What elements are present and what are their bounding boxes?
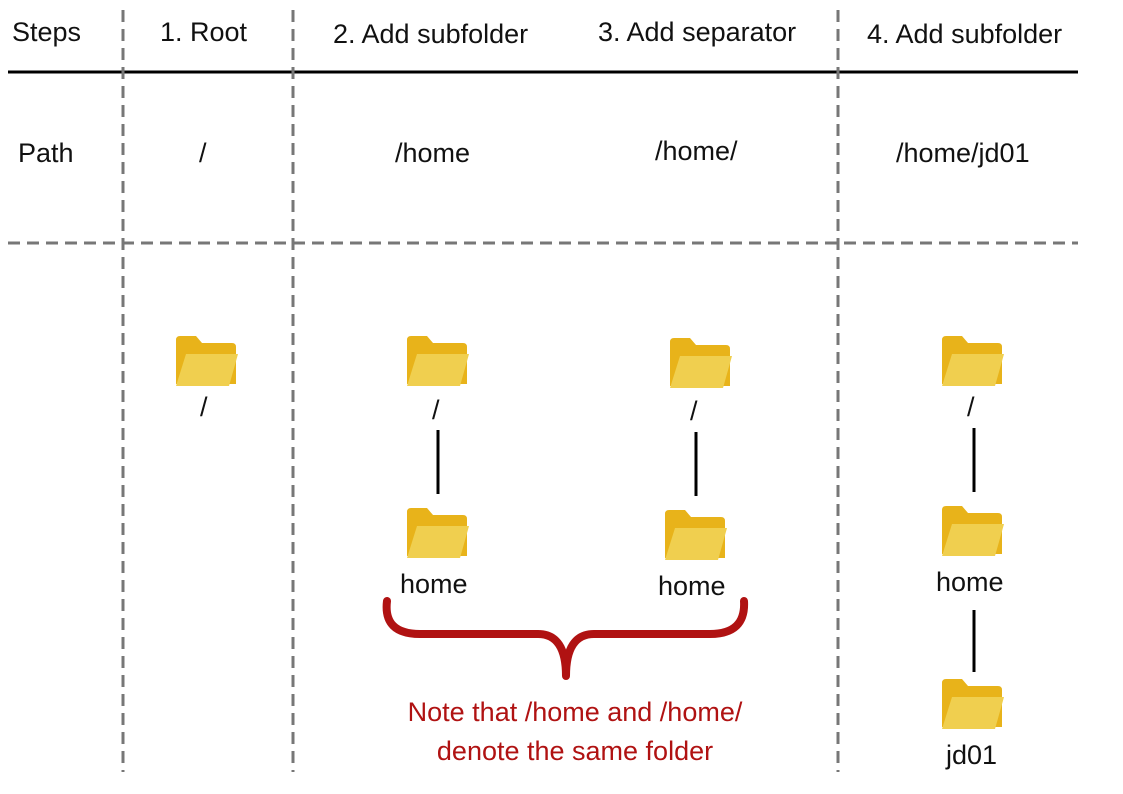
step4-path: /home/jd01 (896, 138, 1030, 168)
step4-root-label: / (967, 392, 975, 422)
folder-icon (176, 336, 238, 386)
folder-icon (942, 336, 1004, 386)
folder-icon (670, 338, 732, 388)
step4-home-label: home (936, 567, 1004, 597)
curly-brace (382, 597, 749, 680)
step2-header: 2. Add subfolder (333, 19, 529, 49)
step1-path: / (199, 138, 207, 168)
folder-icon (665, 510, 727, 560)
step3-root-label: / (690, 396, 698, 426)
folder-icon (942, 679, 1004, 729)
step2-root-label: / (432, 395, 440, 425)
steps-label: Steps (12, 17, 82, 47)
step4-header: 4. Add subfolder (867, 19, 1063, 49)
step3-home-label: home (658, 571, 726, 601)
path-label: Path (18, 138, 74, 168)
note-line-2: denote the same folder (436, 736, 714, 766)
same-folder-note: Note that /home and /home/ denote the sa… (330, 693, 820, 771)
folder-icon (407, 336, 469, 386)
step1-header: 1. Root (160, 17, 248, 47)
step2-home-label: home (400, 569, 468, 599)
note-line-1: Note that /home and /home/ (407, 697, 743, 727)
folder-icon (942, 506, 1004, 556)
step4-jd01-label: jd01 (946, 740, 998, 770)
step3-header: 3. Add separator (598, 17, 797, 47)
folder-icon (407, 508, 469, 558)
step2-path: /home (395, 138, 471, 168)
step3-path: /home/ (655, 136, 738, 166)
step1-root-label: / (200, 392, 208, 422)
